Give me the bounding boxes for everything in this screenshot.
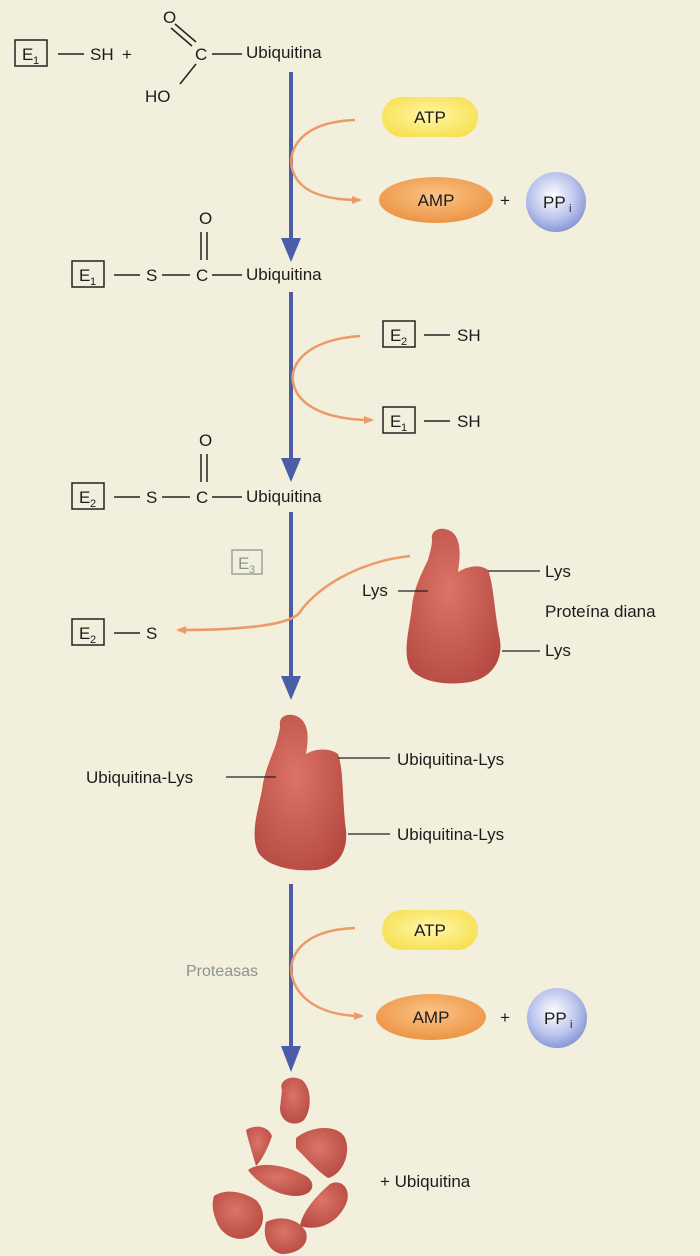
enzyme-e2-letter: E	[79, 488, 90, 507]
protein-fragments: + Ubiquitina	[213, 1078, 471, 1254]
sulfur-label: S	[146, 488, 157, 507]
enzyme-e1-subscript: 1	[90, 276, 96, 288]
side-arrow-atp-2	[291, 928, 362, 1016]
atp-hydrolysis-1: ATP AMP + PP i	[291, 97, 586, 232]
enzyme-e2-letter: E	[79, 624, 90, 643]
oxygen-label: O	[199, 209, 212, 228]
oxygen-label: O	[163, 8, 176, 27]
main-arrowhead-3	[281, 676, 301, 700]
lys-label-bottom: Lys	[545, 641, 571, 660]
enzyme-e1-subscript: 1	[401, 422, 407, 434]
sh-label: SH	[457, 412, 481, 431]
plus-sign: +	[500, 191, 510, 210]
step1-reactants: E 1 SH + O C Ubiquitina HO	[15, 8, 322, 106]
e3-ligation: E 3 E 2 S Lys Lys Proteína diana Lys	[72, 529, 656, 684]
plus-sign: +	[500, 1008, 510, 1027]
enzyme-e2-subscript: 2	[401, 336, 407, 348]
fragment	[248, 1165, 312, 1196]
side-arrow-e2	[293, 336, 372, 420]
main-pathway-arrows	[281, 72, 301, 1072]
ubiquitinated-protein: Ubiquitina-Lys Ubiquitina-Lys Ubiquitina…	[86, 715, 504, 871]
step2-e1-thioester: O E 1 S C Ubiquitina	[72, 209, 322, 288]
double-bond-b	[171, 28, 192, 46]
enzyme-e3-letter: E	[238, 554, 249, 573]
sh-label: SH	[90, 45, 114, 64]
enzyme-e2-subscript: 2	[90, 498, 96, 510]
enzyme-e1-letter: E	[390, 412, 401, 431]
lys-label-top: Lys	[545, 562, 571, 581]
ubiquitina-label: Ubiquitina	[246, 265, 322, 284]
step3-e2-thioester: O E 2 S C Ubiquitina	[72, 431, 322, 510]
target-protein-shape	[407, 529, 501, 684]
ppi-subscript: i	[569, 203, 571, 215]
sulfur-label: S	[146, 624, 157, 643]
enzyme-e2-subscript: 2	[90, 634, 96, 646]
ubiquitina-label: Ubiquitina	[246, 487, 322, 506]
main-arrowhead-1	[281, 238, 301, 262]
main-arrowhead-4	[281, 1046, 301, 1072]
hydroxyl-label: HO	[145, 87, 171, 106]
ppi-label: PP	[543, 193, 566, 212]
ubiquitina-label: Ubiquitina	[246, 43, 322, 62]
atp-label: ATP	[414, 108, 446, 127]
side-arrow-atp-1	[291, 120, 360, 200]
carbon-label: C	[196, 488, 208, 507]
proteasas-label: Proteasas	[186, 963, 258, 980]
lys-label-left: Lys	[362, 581, 388, 600]
bond-line	[180, 64, 196, 84]
amp-label: AMP	[413, 1008, 450, 1027]
target-protein-label: Proteína diana	[545, 602, 656, 621]
ubiquitina-lys-label-top: Ubiquitina-Lys	[397, 750, 504, 769]
double-bond-a	[175, 24, 196, 42]
plus-sign: +	[122, 45, 132, 64]
atp-label: ATP	[414, 921, 446, 940]
amp-label: AMP	[418, 191, 455, 210]
enzyme-e1-letter: E	[79, 266, 90, 285]
fragment	[296, 1128, 347, 1178]
ppi-label: PP	[544, 1009, 567, 1028]
e2-transfer: E 2 SH E 1 SH	[293, 321, 481, 434]
main-arrowhead-2	[281, 458, 301, 482]
carbon-label: C	[195, 45, 207, 64]
sulfur-label: S	[146, 266, 157, 285]
carbon-label: C	[196, 266, 208, 285]
fragment	[246, 1127, 272, 1166]
atp-hydrolysis-2: ATP Proteasas AMP + PP i	[186, 910, 587, 1048]
enzyme-e2-letter: E	[390, 326, 401, 345]
ppi-subscript: i	[570, 1019, 572, 1031]
ubiquitina-lys-label-bottom: Ubiquitina-Lys	[397, 825, 504, 844]
fragment	[280, 1078, 310, 1124]
fragment	[213, 1192, 263, 1239]
enzyme-e3-subscript: 3	[249, 564, 255, 576]
ubiquitina-lys-label-left: Ubiquitina-Lys	[86, 768, 193, 787]
enzyme-e1-subscript: 1	[33, 55, 39, 67]
oxygen-label: O	[199, 431, 212, 450]
fragment	[265, 1218, 307, 1254]
enzyme-e1-letter: E	[22, 45, 33, 64]
ubiquitinated-protein-shape	[255, 715, 347, 871]
free-ubiquitina-label: + Ubiquitina	[380, 1172, 471, 1191]
sh-label: SH	[457, 326, 481, 345]
